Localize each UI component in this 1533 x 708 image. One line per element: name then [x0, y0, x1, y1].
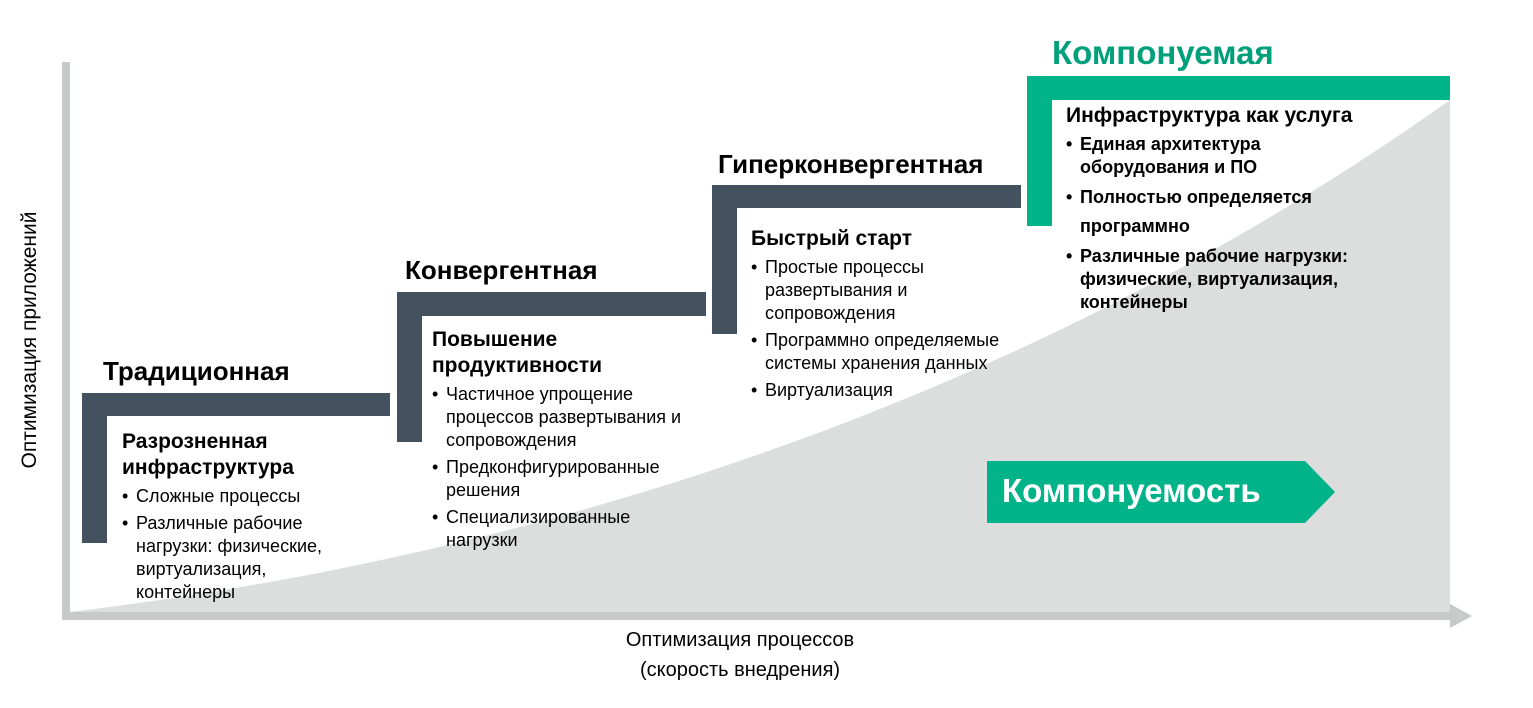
y-axis-label: Оптимизация приложений — [18, 211, 41, 469]
stage1-subtitle: Разрозненная инфраструктура — [122, 430, 294, 479]
x-axis-label-line2: (скорость внедрения) — [639, 659, 841, 681]
stage4-bracket-side — [1027, 76, 1052, 226]
stage2-title: Конвергентная — [405, 255, 598, 285]
stage4-bullet: Единая архитектура оборудования и ПО — [1066, 133, 1310, 179]
stage1-content: Разрозненная инфраструктура Сложные проц… — [122, 429, 382, 608]
stage3-content: Быстрый старт Простые процессы развертыв… — [751, 226, 1021, 406]
stage3-title: Гиперконвергентная — [718, 149, 984, 179]
stage3-subtitle: Быстрый старт — [751, 227, 912, 250]
stage1-bullet: Различные рабочие нагрузки: физические, … — [122, 512, 356, 604]
stage3-bracket-top — [712, 185, 1021, 208]
stage2-bracket-side — [397, 292, 422, 442]
stage2-bullet: Частичное упрощение процессов развертыва… — [432, 383, 722, 452]
x-axis-arrowhead — [1450, 604, 1472, 628]
stage4-title: Компонуемая — [1052, 34, 1274, 71]
x-axis-label: Оптимизация процессов (скорость внедрени… — [540, 625, 940, 685]
stage2-subtitle: Повышение продуктивности — [432, 328, 603, 377]
stage2-bullet: Специализированные нагрузки — [432, 506, 686, 552]
stage3-bullet: Простые процессы развертывания и сопрово… — [751, 256, 965, 325]
x-axis — [62, 612, 1454, 620]
y-axis — [62, 62, 70, 620]
composability-arrow — [987, 461, 1335, 523]
x-axis-label-line1: Оптимизация процессов — [625, 629, 855, 651]
stage1-title: Традиционная — [103, 356, 290, 386]
stage4-content: Инфраструктура как услуга Единая архитек… — [1066, 103, 1436, 318]
stage1-bracket-top — [82, 393, 390, 416]
stage2-bullet: Предконфигурированные решения — [432, 456, 716, 502]
stage3-bullet: Виртуализация — [751, 379, 1021, 402]
stage3-bullet: Программно определяемые системы хранения… — [751, 329, 1021, 375]
stage1-bracket-side — [82, 393, 107, 543]
stage4-subtitle: Инфраструктура как услуга — [1066, 104, 1353, 127]
stage2-bracket-top — [397, 292, 706, 316]
stage4-bracket-top — [1027, 76, 1450, 100]
composability-arrow-label: Компонуемость — [1002, 472, 1261, 509]
stage4-bullet: Полностью определяется программно — [1066, 183, 1380, 241]
stage1-bullet: Сложные процессы — [122, 485, 382, 508]
stage2-content: Повышение продуктивности Частичное упрощ… — [432, 327, 722, 556]
stage3-bracket-side — [712, 185, 737, 334]
stage4-bullet: Различные рабочие нагрузки: физические, … — [1066, 245, 1410, 314]
